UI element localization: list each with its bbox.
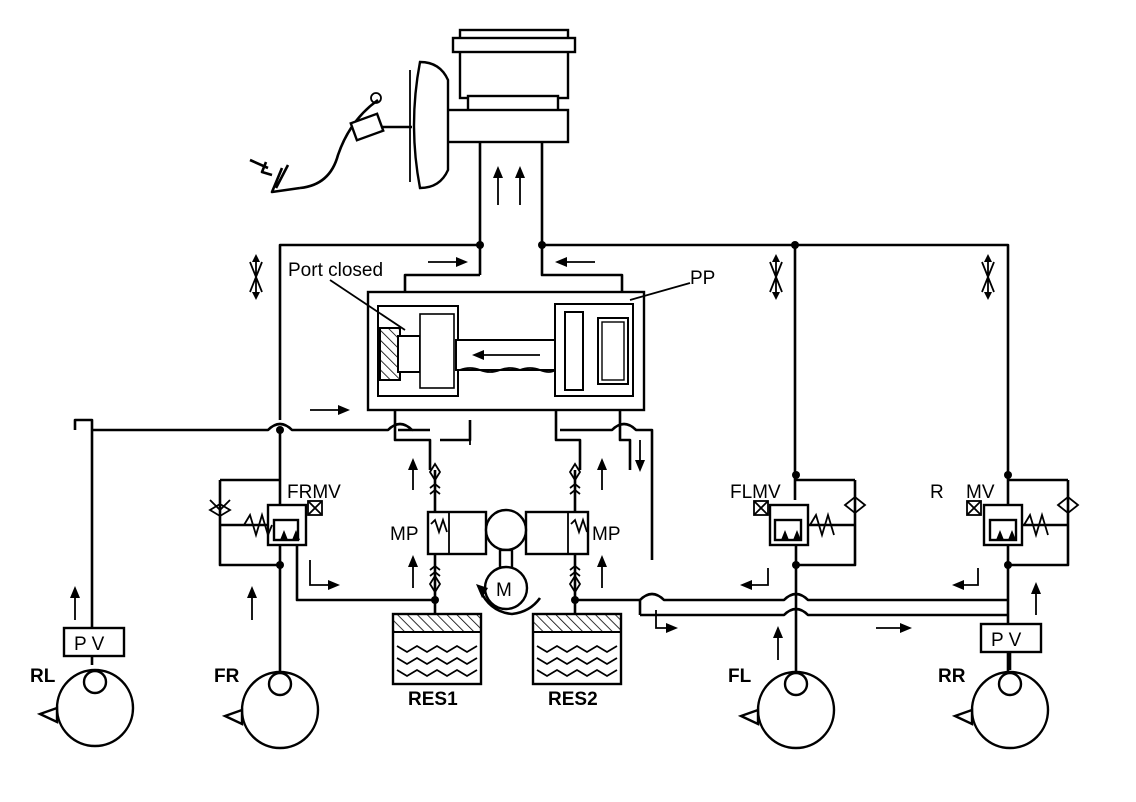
label-port-closed: Port closed [288,260,383,281]
valve-flmv [753,478,867,567]
label-rl: RL [30,666,56,687]
label-r: R [930,482,944,503]
flow-arrows-master [493,166,525,205]
reservoir-res1 [391,612,483,686]
valve-rmv [966,478,1080,567]
wheel-rr [951,670,1050,750]
label-mv: MV [966,482,995,503]
label-rr: RR [938,666,966,687]
port-closed-leader [329,279,406,331]
pp-leader [629,282,691,301]
label-pv-left: P V [74,634,105,655]
label-mp-right: MP [592,524,621,545]
label-fr: FR [214,666,240,687]
pv-right [979,622,1043,654]
master-cylinder [438,28,577,245]
wheel-fr [221,670,320,750]
wheel-fl [737,670,836,750]
hydraulic-unit-block [366,290,646,412]
label-flmv: FLMV [730,482,781,503]
label-pv-right: P V [991,630,1022,651]
label-res1: RES1 [408,689,458,710]
brake-booster [380,60,450,190]
brake-pedal [249,92,385,194]
label-pp: PP [690,268,715,289]
pump-motor [426,462,590,616]
label-fl: FL [728,666,752,687]
orifice-symbols [249,254,995,300]
label-motor: M [496,580,512,601]
pv-left [62,626,126,658]
reservoir-res2 [531,612,623,686]
label-frmv: FRMV [287,482,341,503]
flow-arrows-block [70,257,1041,660]
wheel-rl [36,668,135,748]
label-mp-left: MP [390,524,419,545]
valve-frmv [208,478,323,567]
label-res2: RES2 [548,689,598,710]
